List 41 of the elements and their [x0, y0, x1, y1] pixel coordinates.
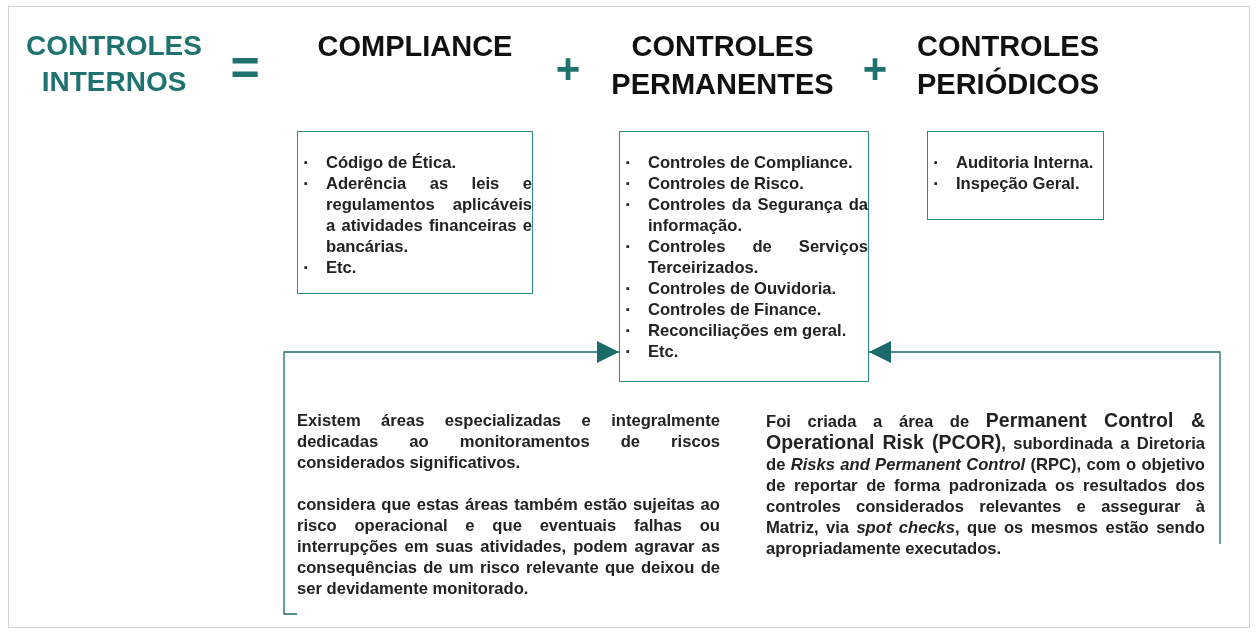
list-item: Etc.: [648, 341, 680, 362]
paragraph: considera que estas áreas também estão sujeitas ao risco operacional e que eventuais falhas ou interrupções em suas atividades, podem agravar as consequências de um risco relevante que deixou de ser devidamente monitorado.: [297, 494, 720, 599]
list-item: Auditoria Interna.: [956, 152, 1095, 173]
bullet-marker: ▪: [626, 239, 631, 254]
term-heading: CONTROLES PERMANENTES: [610, 29, 835, 102]
list-item: Aderência as leis e regulamentos aplicáveis a atividades financeiras e bancárias.: [326, 173, 532, 257]
heading: CONTROLES INTERNOS: [25, 29, 203, 100]
bullet-marker: ▪: [626, 323, 631, 338]
list-box: [297, 131, 533, 294]
list-item: Controles de Compliance.: [648, 152, 854, 173]
arrow: [283, 341, 620, 615]
bullet-marker: ▪: [626, 281, 631, 296]
bullet-marker: ▪: [934, 155, 939, 170]
term-heading: COMPLIANCE: [316, 29, 514, 64]
bullet-marker: ▪: [626, 176, 631, 191]
plus-sign: +: [861, 44, 889, 94]
list-item: Inspeção Geral.: [956, 173, 1081, 194]
list-box: [927, 131, 1104, 220]
bullet-marker: ▪: [626, 155, 631, 170]
list-item: Controles de Ouvidoria.: [648, 278, 838, 299]
list-item: Controles de Finance.: [648, 299, 823, 320]
bullet-marker: ▪: [304, 176, 309, 191]
list-item: Código de Ética.: [326, 152, 457, 173]
plus-sign: +: [554, 44, 582, 94]
list-item: Controles de Risco.: [648, 173, 805, 194]
bullet-marker: ▪: [304, 155, 309, 170]
list-item: Controles de Serviços Terceirizados.: [648, 236, 868, 278]
equals-sign: =: [229, 39, 261, 98]
list-item: Controles da Segurança da informação.: [648, 194, 868, 236]
bullet-marker: ▪: [626, 197, 631, 212]
list-item: Etc.: [326, 257, 358, 278]
list-item: Reconciliações em geral.: [648, 320, 848, 341]
arrow: [868, 341, 1221, 545]
term-heading: CONTROLES PERIÓDICOS: [915, 29, 1101, 102]
paragraph: Existem áreas especializadas e integralmente dedicadas ao monitoramentos de riscos considerados significativos.: [297, 410, 720, 473]
bullet-marker: ▪: [626, 344, 631, 359]
list-box: [619, 131, 869, 382]
bullet-marker: ▪: [934, 176, 939, 191]
bullet-marker: ▪: [626, 302, 631, 317]
bullet-marker: ▪: [304, 260, 309, 275]
paragraph: Foi criada a área de Permanent Control & Operational Risk (PCOR), subordinada a Diretoria de Risks and Permanent Control (RPC), com o objetivo de reportar de forma padronizada os resultados dos controles considerados relevantes e assegurar à Matriz, via spot checks, que os mesmos estão sendo apropriadamente executados.: [766, 410, 1205, 559]
